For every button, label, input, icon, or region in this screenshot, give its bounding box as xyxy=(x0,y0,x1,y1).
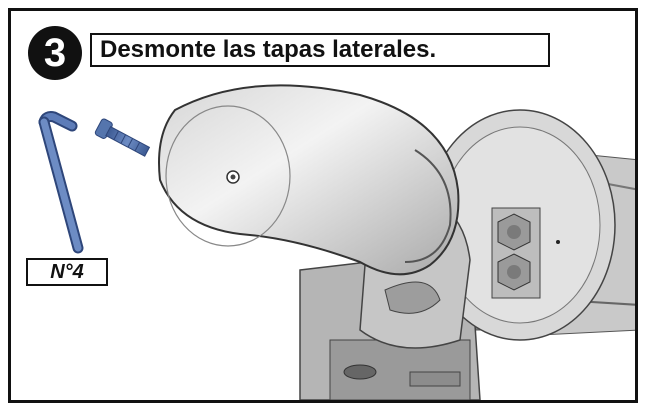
step-title-box: Desmonte las tapas laterales. xyxy=(90,33,550,67)
step-title: Desmonte las tapas laterales. xyxy=(100,36,437,63)
step-number: 3 xyxy=(43,30,67,75)
tool-size-text: N°4 xyxy=(50,260,84,283)
end-flange xyxy=(424,109,616,341)
tool-size-label: N°4 xyxy=(26,258,108,286)
step-number-badge: 3 xyxy=(28,26,82,80)
side-cap xyxy=(158,84,460,276)
allen-key-icon xyxy=(38,111,84,254)
screw-icon xyxy=(94,118,151,157)
